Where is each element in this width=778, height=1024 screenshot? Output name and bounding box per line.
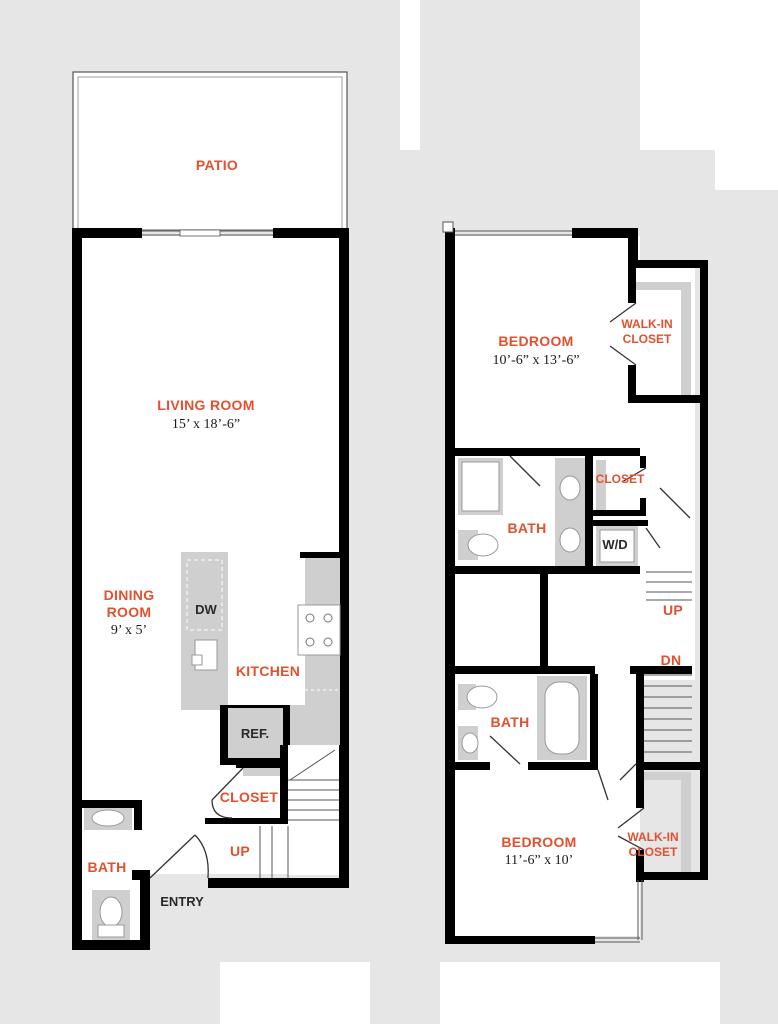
label-dn: DN [661, 652, 682, 668]
dining-room-size: 9’ x 5’ [111, 623, 147, 638]
label-walkin-1-line1: WALK-IN [621, 317, 672, 331]
label-dw: DW [195, 602, 217, 617]
label-walkin-2-line2: CLOSET [629, 845, 678, 859]
label-bedroom-2: BEDROOM [501, 834, 576, 850]
living-room-size: 15’ x 18’-6” [172, 417, 240, 432]
label-closet-2f: CLOSET [596, 472, 645, 486]
label-dining-line1: DINING [104, 587, 155, 603]
label-bath: BATH [87, 859, 126, 875]
label-wd: W/D [602, 537, 627, 552]
label-bath-2: BATH [490, 714, 529, 730]
first-floor: PATIO LIVING ROOM 15’ x 18’-6” DINING RO… [72, 71, 349, 950]
label-dining-line2: ROOM [107, 604, 152, 620]
label-entry: ENTRY [160, 894, 204, 909]
label-closet: CLOSET [220, 789, 279, 805]
label-bedroom-1: BEDROOM [498, 333, 573, 349]
stairs-second-floor [644, 571, 692, 753]
label-up: UP [230, 843, 250, 859]
bedroom-2-size: 11’-6” x 10’ [505, 853, 574, 868]
label-bath-1: BATH [507, 520, 546, 536]
second-floor: BEDROOM 10’-6” x 13’-6” WALK-IN CLOSET C… [442, 221, 708, 944]
label-ref: REF. [241, 726, 269, 741]
label-living-room: LIVING ROOM [157, 397, 254, 413]
label-up-2f: UP [663, 602, 683, 618]
label-patio: PATIO [196, 157, 238, 173]
label-walkin-1-line2: CLOSET [623, 332, 672, 346]
label-kitchen: KITCHEN [236, 663, 300, 679]
label-walkin-2-line1: WALK-IN [627, 830, 678, 844]
stairs-first-floor [259, 745, 339, 878]
bedroom-1-size: 10’-6” x 13’-6” [492, 353, 579, 368]
